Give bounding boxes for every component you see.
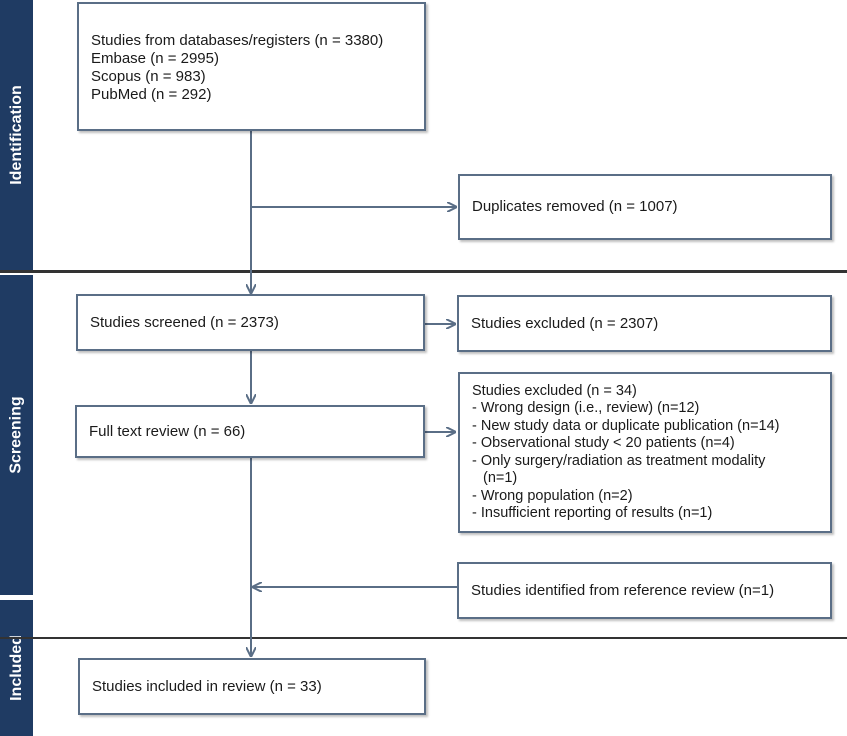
excluded-fulltext-title: Studies excluded (n = 34)	[472, 382, 637, 399]
excluded-reason: - Wrong design (i.e., review) (n=12)	[472, 400, 700, 416]
excluded-reason: - Insufficient reporting of results (n=1…	[472, 505, 713, 521]
excluded-reason: - Only surgery/radiation as treatment mo…	[472, 452, 766, 469]
studies-excluded-screening-box: Studies excluded (n = 2307)	[457, 295, 832, 352]
studies-screened-box: Studies screened (n = 2373)	[76, 294, 425, 351]
databases-scopus: Scopus (n = 983)	[91, 68, 206, 85]
stage-bar-identification: Identification	[0, 0, 33, 270]
stage-bar-screening: Screening	[0, 275, 33, 595]
excluded-reason: - Wrong population (n=2)	[472, 487, 633, 504]
excluded-reason: - Observational study < 20 patients (n=4…	[472, 435, 735, 451]
studies-included-box: Studies included in review (n = 33)	[78, 658, 426, 715]
databases-pubmed: PubMed (n = 292)	[91, 86, 212, 103]
reference-review-text: Studies identified from reference review…	[471, 581, 775, 599]
full-text-review-text: Full text review (n = 66)	[89, 422, 246, 440]
databases-total: Studies from databases/registers (n = 33…	[91, 32, 384, 49]
excluded-reason-continued: (n=1)	[483, 470, 518, 486]
excluded-reason: - New study data or duplicate publicatio…	[472, 417, 780, 434]
full-text-review-box: Full text review (n = 66)	[75, 405, 425, 458]
studies-screened-text: Studies screened (n = 2373)	[90, 313, 279, 331]
studies-excluded-screening-text: Studies excluded (n = 2307)	[471, 314, 659, 332]
duplicates-removed-box: Duplicates removed (n = 1007)	[458, 174, 832, 240]
databases-embase: Embase (n = 2995)	[91, 50, 219, 67]
duplicates-removed-text: Duplicates removed (n = 1007)	[472, 198, 678, 215]
studies-excluded-fulltext-box: Studies excluded (n = 34) - Wrong design…	[458, 372, 832, 533]
divider-identification-screening	[0, 270, 847, 273]
databases-box: Studies from databases/registers (n = 33…	[77, 2, 426, 131]
studies-included-text: Studies included in review (n = 33)	[92, 677, 322, 695]
stage-bar-included: Included	[0, 600, 33, 736]
reference-review-box: Studies identified from reference review…	[457, 562, 832, 619]
divider-screening-included	[0, 637, 847, 639]
